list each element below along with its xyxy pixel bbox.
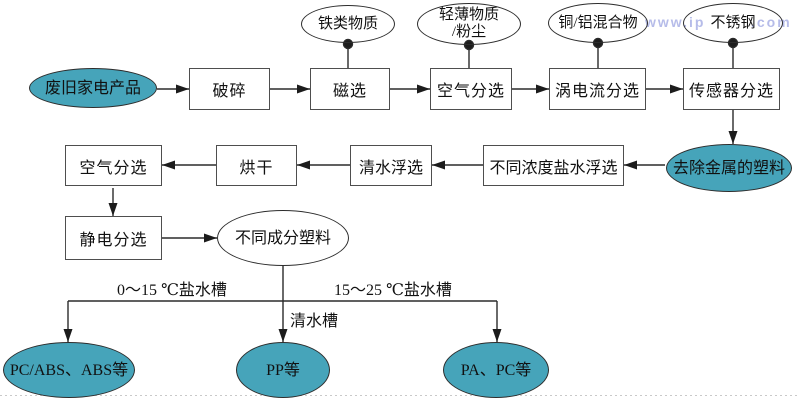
box-crushing: 破碎: [189, 68, 270, 110]
ellipse-copper-aluminum-mixture: 铜/铝混合物: [548, 3, 648, 43]
node-label: 不同浓度盐水浮选: [489, 159, 618, 177]
ellipse-mixed-plastics: 不同成分塑料: [217, 210, 349, 266]
output-stems: [342, 37, 739, 68]
ellipse-metal-removed-plastics: 去除金属的塑料: [666, 144, 792, 192]
ellipse-stainless-steel: 不锈钢: [683, 3, 783, 43]
node-label: 去除金属的塑料: [672, 159, 785, 177]
node-label: 清水浮选: [358, 159, 423, 177]
node-label: 铜/铝混合物: [558, 14, 638, 31]
label-clear-water-tank: 清水槽: [290, 313, 339, 330]
flow-arrows: [63, 84, 738, 342]
node-label: 不同成分塑料: [234, 229, 331, 247]
node-label: 不锈钢: [710, 14, 756, 31]
ellipse-ferrous-materials: 铁类物质: [301, 5, 395, 43]
box-air-separation-2: 空气分选: [65, 145, 162, 186]
ellipse-pp-output: PP等: [236, 342, 330, 398]
box-magnetic-separation: 磁选: [310, 68, 390, 110]
box-eddy-current-separation: 涡电流分选: [549, 68, 646, 110]
label-salt-tank-15-25: 15～25 ℃盐水槽: [334, 282, 452, 299]
box-clear-water-flotation: 清水浮选: [350, 145, 432, 186]
box-drying: 烘干: [216, 145, 297, 186]
label-salt-tank-0-15: 0～15 ℃盐水槽: [117, 282, 227, 299]
box-air-separation-1: 空气分选: [430, 68, 512, 110]
node-label: 传感器分选: [688, 83, 774, 100]
node-label: 破碎: [212, 83, 247, 100]
node-label: 静电分选: [79, 232, 148, 249]
node-label: 废旧家电产品: [44, 79, 141, 97]
node-label: PC/ABS、ABS等: [9, 361, 129, 379]
node-label: 烘干: [239, 159, 274, 177]
node-label: PP等: [266, 361, 300, 379]
ellipse-waste-appliance-products: 废旧家电产品: [29, 68, 157, 108]
node-label-line2: /粉尘: [451, 24, 487, 40]
node-label-line1: 轻薄物质: [438, 7, 499, 23]
node-label: 空气分选: [436, 83, 505, 100]
box-sensor-separation: 传感器分选: [683, 68, 780, 110]
node-label: 涡电流分选: [554, 83, 640, 100]
node-label: 铁类物质: [317, 15, 378, 32]
ellipse-pc-abs-output: PC/ABS、ABS等: [3, 342, 135, 398]
node-label: 空气分选: [79, 159, 148, 177]
box-salt-water-flotation: 不同浓度盐水浮选: [483, 145, 624, 186]
ellipse-pa-pc-output: PA、PC等: [443, 342, 549, 398]
box-electrostatic-separation: 静电分选: [65, 216, 162, 260]
node-label: PA、PC等: [460, 361, 532, 379]
node-label: 磁选: [332, 83, 367, 100]
ellipse-light-materials-dust: 轻薄物质 /粉尘: [417, 3, 521, 45]
